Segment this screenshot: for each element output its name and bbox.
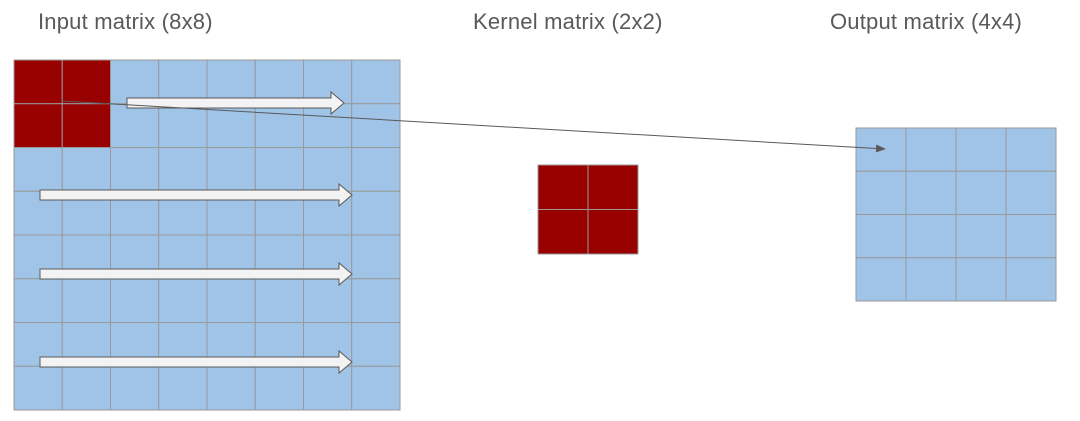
output-cell — [905, 170, 957, 215]
input-cell — [351, 147, 401, 192]
output-matrix — [855, 127, 1057, 302]
kernel-highlight-cell — [537, 164, 589, 210]
kernel-matrix-title: Kernel matrix (2x2) — [473, 9, 663, 34]
input-cell — [110, 365, 160, 411]
input-cell — [206, 278, 256, 323]
output-cell — [905, 214, 957, 259]
input-cell — [158, 59, 208, 105]
sweep-arrow — [39, 261, 353, 287]
input-cell — [351, 365, 401, 411]
input-cell — [110, 103, 160, 148]
input-cell — [206, 365, 256, 411]
input-cell — [61, 147, 111, 192]
output-cell — [955, 127, 1007, 172]
input-cell — [158, 103, 208, 148]
input-cell — [61, 278, 111, 323]
output-cell — [1005, 170, 1057, 215]
input-cell — [351, 103, 401, 148]
output-cell — [955, 170, 1007, 215]
output-cell — [1005, 214, 1057, 259]
output-cell — [855, 170, 907, 215]
kernel-matrix — [537, 164, 639, 255]
input-cell — [254, 59, 304, 105]
input-cell — [351, 234, 401, 280]
sweep-arrow — [39, 349, 353, 375]
output-cell — [905, 127, 957, 172]
input-highlight-cell — [61, 59, 111, 105]
output-cell — [1005, 257, 1057, 302]
input-cell — [206, 147, 256, 192]
output-cell — [905, 257, 957, 302]
output-cell — [1005, 127, 1057, 172]
input-cell — [254, 365, 304, 411]
input-cell — [303, 147, 353, 192]
input-cell — [61, 365, 111, 411]
input-cell — [254, 147, 304, 192]
output-cell — [955, 214, 1007, 259]
input-cell — [351, 59, 401, 105]
input-cell — [13, 365, 63, 411]
input-cell — [110, 278, 160, 323]
output-cell — [955, 257, 1007, 302]
input-cell — [303, 278, 353, 323]
input-cell — [13, 278, 63, 323]
input-cell — [158, 278, 208, 323]
output-cell — [855, 214, 907, 259]
input-cell — [303, 59, 353, 105]
output-matrix-title: Output matrix (4x4) — [830, 9, 1023, 34]
connector-arrow — [61, 100, 886, 153]
output-cell — [855, 127, 907, 172]
input-cell — [351, 322, 401, 367]
kernel-highlight-cell — [537, 209, 589, 255]
input-cell — [254, 103, 304, 148]
sweep-arrow — [126, 90, 345, 116]
input-matrix-title: Input matrix (8x8) — [38, 9, 213, 34]
input-highlight-cell — [13, 59, 63, 105]
sweep-arrows — [39, 90, 353, 375]
input-cell — [351, 190, 401, 236]
input-highlight-cell — [61, 103, 111, 148]
output-cell — [855, 257, 907, 302]
kernel-highlight-cell — [587, 209, 639, 255]
input-cell — [13, 147, 63, 192]
sweep-arrow — [39, 182, 353, 208]
input-cell — [303, 365, 353, 411]
input-cell — [206, 59, 256, 105]
input-cell — [110, 59, 160, 105]
kernel-highlight-cell — [587, 164, 639, 210]
input-cell — [303, 103, 353, 148]
input-cell — [351, 278, 401, 323]
input-highlight-cell — [13, 103, 63, 148]
connector-line — [61, 100, 886, 153]
input-cell — [254, 278, 304, 323]
input-cell — [158, 147, 208, 192]
input-cell — [158, 365, 208, 411]
input-cell — [110, 147, 160, 192]
